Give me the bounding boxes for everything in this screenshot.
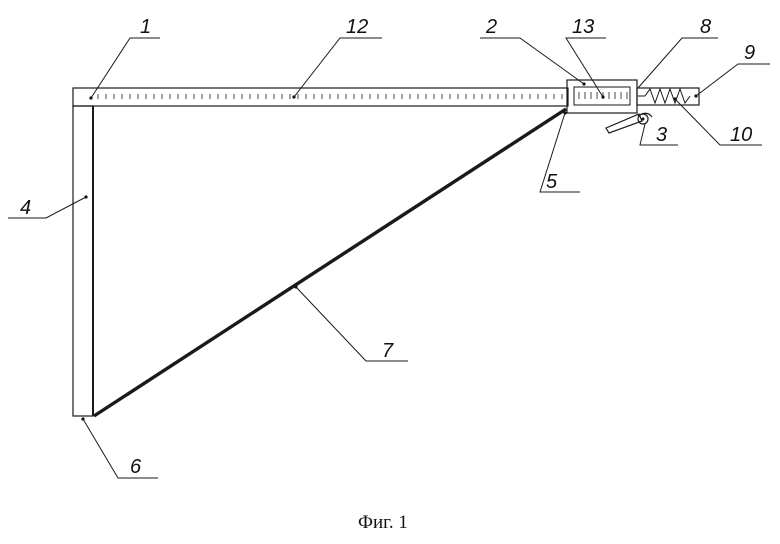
label-8: 8 bbox=[700, 16, 711, 38]
horizontal-ruler-bar bbox=[73, 88, 568, 106]
leader-1 bbox=[91, 38, 160, 98]
leader-2 bbox=[480, 38, 584, 84]
label-12: 12 bbox=[346, 16, 368, 38]
leader-6 bbox=[83, 419, 158, 478]
leader-9 bbox=[696, 64, 770, 96]
leader-8 bbox=[638, 38, 718, 88]
label-9: 9 bbox=[744, 42, 755, 64]
label-6: 6 bbox=[130, 456, 142, 478]
label-2: 2 bbox=[485, 16, 497, 38]
spring-coil bbox=[645, 89, 690, 103]
label-5: 5 bbox=[546, 171, 558, 193]
label-1: 1 bbox=[140, 16, 151, 38]
label-4: 4 bbox=[20, 197, 31, 219]
label-7: 7 bbox=[382, 340, 394, 362]
label-3: 3 bbox=[656, 124, 667, 146]
diagonal-brace bbox=[94, 109, 566, 416]
label-13: 13 bbox=[572, 16, 594, 38]
latch-lever bbox=[606, 114, 642, 133]
leader-13 bbox=[566, 38, 606, 97]
label-10: 10 bbox=[730, 124, 752, 146]
vertical-post bbox=[73, 106, 93, 416]
ruler-tick-marks bbox=[98, 94, 562, 99]
figure-caption: Фиг. 1 bbox=[358, 512, 408, 533]
